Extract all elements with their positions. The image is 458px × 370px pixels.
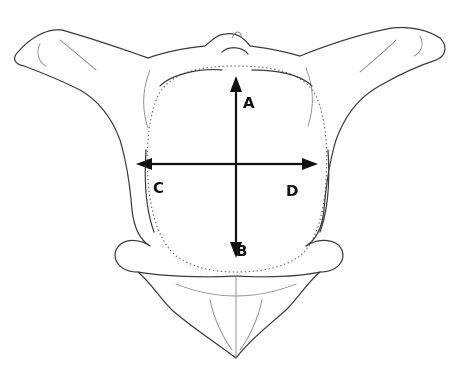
label-a: A — [243, 94, 255, 112]
label-b: B — [236, 242, 247, 260]
label-d: D — [286, 182, 298, 200]
arrowhead-top — [230, 76, 242, 92]
horizontal-diameter-arrow — [136, 158, 318, 170]
label-c: C — [153, 179, 164, 197]
arrowhead-right — [302, 158, 318, 170]
pubis-lower — [115, 240, 343, 358]
left-ilium-wing — [15, 30, 150, 246]
vertical-diameter-arrow — [230, 76, 242, 258]
arrowhead-left — [136, 158, 152, 170]
sacrum-top — [148, 32, 300, 58]
right-ilium-wing — [300, 27, 445, 246]
